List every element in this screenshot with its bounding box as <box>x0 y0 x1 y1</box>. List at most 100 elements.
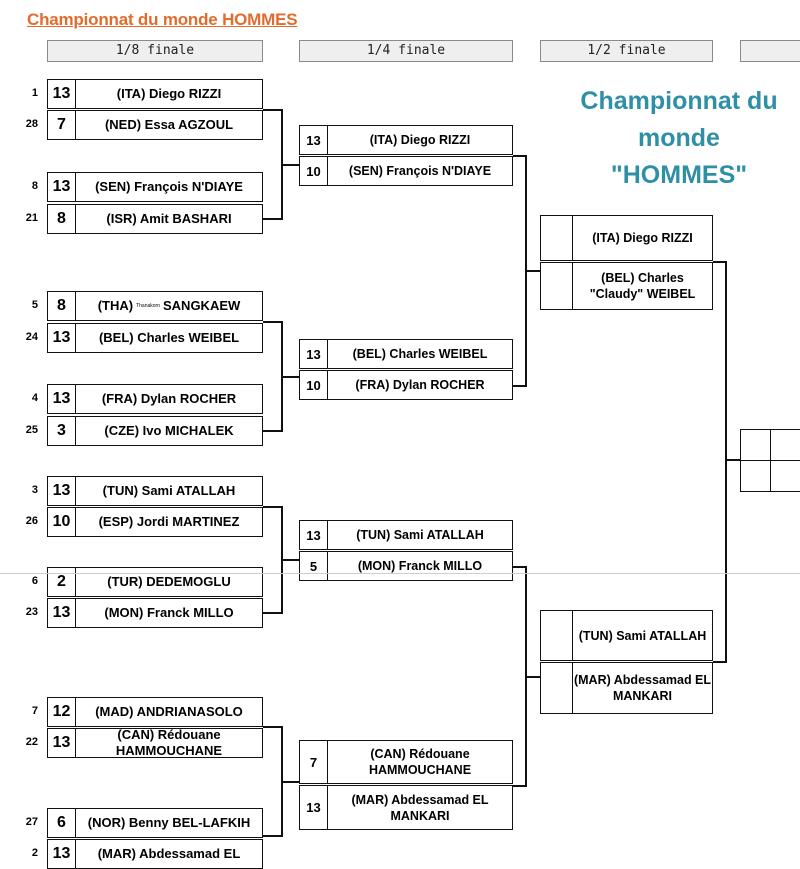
score-cell: 13 <box>300 786 328 829</box>
score-cell: 13 <box>300 126 328 154</box>
match-row[interactable]: 6 (NOR) Benny BEL-LAFKIH <box>47 808 263 838</box>
seed-number: 22 <box>25 736 38 748</box>
match-row[interactable]: 5 (MON) Franck MILLO <box>299 551 513 581</box>
final-cell[interactable] <box>740 460 771 492</box>
player-name: (FRA) Dylan ROCHER <box>101 391 237 406</box>
connector-h <box>525 676 540 678</box>
player-name: (MAD) ANDRIANASOLO <box>95 704 243 719</box>
connector-h <box>281 376 299 378</box>
player-name: (BEL) Charles WEIBEL <box>352 347 488 361</box>
match-row[interactable]: 7(CAN) Rédouane HAMMOUCHANE <box>299 740 513 784</box>
score-cell: 13 <box>48 324 76 352</box>
connector-h <box>263 218 283 220</box>
match-row[interactable]: 13(ITA) Diego RIZZI <box>47 79 263 109</box>
name-suffix: SANGKAEW <box>163 298 241 313</box>
match-row[interactable]: 13(MAR) Abdessamad EL <box>47 839 263 869</box>
player-name: (CZE) Ivo MICHALEK <box>104 423 234 438</box>
match-row[interactable]: 13 (BEL) Charles WEIBEL <box>47 323 263 353</box>
player-name: (FRA) Dylan ROCHER <box>355 378 485 392</box>
score-cell: 7 <box>48 111 76 139</box>
match-row[interactable]: (TUN) Sami ATALLAH <box>540 610 713 661</box>
player-name: (MON) Franck MILLO <box>357 559 483 573</box>
player-name: (CAN) Rédouane HAMMOUCHANE <box>115 729 223 757</box>
match-row[interactable]: 7(NED) Essa AGZOUL <box>47 110 263 140</box>
bracket-banner: Championnat du monde "HOMMES" <box>563 83 795 194</box>
match-row[interactable]: 12 (MAD) ANDRIANASOLO <box>47 697 263 727</box>
score-cell: 6 <box>48 809 76 837</box>
player-name: (MON) Franck MILLO <box>104 605 234 620</box>
seed-number: 3 <box>31 484 38 496</box>
connector-h <box>713 661 727 663</box>
final-cell[interactable] <box>770 429 800 461</box>
connector-h <box>263 321 283 323</box>
page-break-line <box>0 573 800 574</box>
final-cell[interactable] <box>740 429 771 461</box>
match-row[interactable]: (BEL) Charles "Claudy" WEIBEL <box>540 262 713 310</box>
banner-line-2: monde <box>638 124 720 152</box>
player-name: (BEL) Charles "Claudy" WEIBEL <box>589 271 696 301</box>
match-row[interactable]: 13(FRA) Dylan ROCHER <box>47 384 263 414</box>
round-header-final <box>740 40 800 62</box>
seed-number: 2 <box>31 847 38 859</box>
player-name: (TUN) Sami ATALLAH <box>578 628 707 643</box>
score-cell <box>541 663 573 713</box>
score-cell <box>541 611 573 660</box>
connector-h <box>263 726 283 728</box>
score-cell: 5 <box>300 552 328 580</box>
banner-line-3: "HOMMES" <box>610 161 748 189</box>
player-name: (ISR) Amit BASHARI <box>106 211 232 226</box>
match-row[interactable]: 2(TUR) DEDEMOGLU <box>47 567 263 597</box>
match-row[interactable]: 13(TUN) Sami ATALLAH <box>47 476 263 506</box>
connector-h <box>281 559 299 561</box>
score-cell <box>541 216 573 260</box>
match-row[interactable]: 13(TUN) Sami ATALLAH <box>299 520 513 550</box>
match-row[interactable]: 13 (CAN) Rédouane HAMMOUCHANE <box>47 728 263 758</box>
page-title: Championnat du monde HOMMES <box>27 10 298 29</box>
seed-number: 25 <box>25 424 38 436</box>
score-cell: 13 <box>48 729 76 757</box>
player-name: (NOR) Benny BEL-LAFKIH <box>87 815 251 830</box>
score-cell <box>541 263 573 309</box>
match-row[interactable]: 13 (BEL) Charles WEIBEL <box>299 339 513 369</box>
match-row[interactable]: 3(CZE) Ivo MICHALEK <box>47 416 263 446</box>
player-name: (SEN) François N'DIAYE <box>348 164 492 178</box>
seed-number: 26 <box>25 515 38 527</box>
match-row[interactable]: 13 (ITA) Diego RIZZI <box>299 125 513 155</box>
match-row[interactable]: 8(ISR) Amit BASHARI <box>47 204 263 234</box>
score-cell: 12 <box>48 698 76 726</box>
score-cell: 13 <box>300 521 328 549</box>
match-row[interactable]: (ITA) Diego RIZZI <box>540 215 713 261</box>
connector-h <box>513 785 527 787</box>
player-name: (SEN) François N'DIAYE <box>95 179 243 194</box>
seed-number: 24 <box>25 331 38 343</box>
score-cell: 8 <box>48 292 76 320</box>
score-cell: 2 <box>48 568 76 596</box>
seed-number: 7 <box>31 705 38 717</box>
match-row[interactable]: 10 (SEN) François N'DIAYE <box>299 156 513 186</box>
match-row[interactable]: (MAR) Abdessamad EL MANKARI <box>540 662 713 714</box>
match-row[interactable]: 10(FRA) Dylan ROCHER <box>299 370 513 400</box>
score-cell: 13 <box>48 173 76 201</box>
connector-h <box>263 109 283 111</box>
connector-h <box>725 459 740 461</box>
score-cell: 13 <box>48 599 76 627</box>
player-name: (ITA) Diego RIZZI <box>116 86 222 101</box>
player-name: (MAR) Abdessamad EL <box>97 846 241 861</box>
connector-h <box>525 270 540 272</box>
match-row[interactable]: 13 (MON) Franck MILLO <box>47 598 263 628</box>
score-cell: 10 <box>300 157 328 185</box>
match-row[interactable]: 13(MAR) Abdessamad EL MANKARI <box>299 785 513 830</box>
match-row[interactable]: 10(ESP) Jordi MARTINEZ <box>47 507 263 537</box>
player-name: (BEL) Charles WEIBEL <box>98 330 240 345</box>
seed-number: 27 <box>25 816 38 828</box>
match-row[interactable]: 13 (SEN) François N'DIAYE <box>47 172 263 202</box>
score-cell: 7 <box>300 741 328 783</box>
connector-h <box>281 164 299 166</box>
score-cell: 13 <box>300 340 328 368</box>
player-name: (ITA) Diego RIZZI <box>369 133 471 147</box>
final-cell[interactable] <box>770 460 800 492</box>
player-name: (TUN) Sami ATALLAH <box>102 483 236 498</box>
connector-h <box>281 781 299 783</box>
